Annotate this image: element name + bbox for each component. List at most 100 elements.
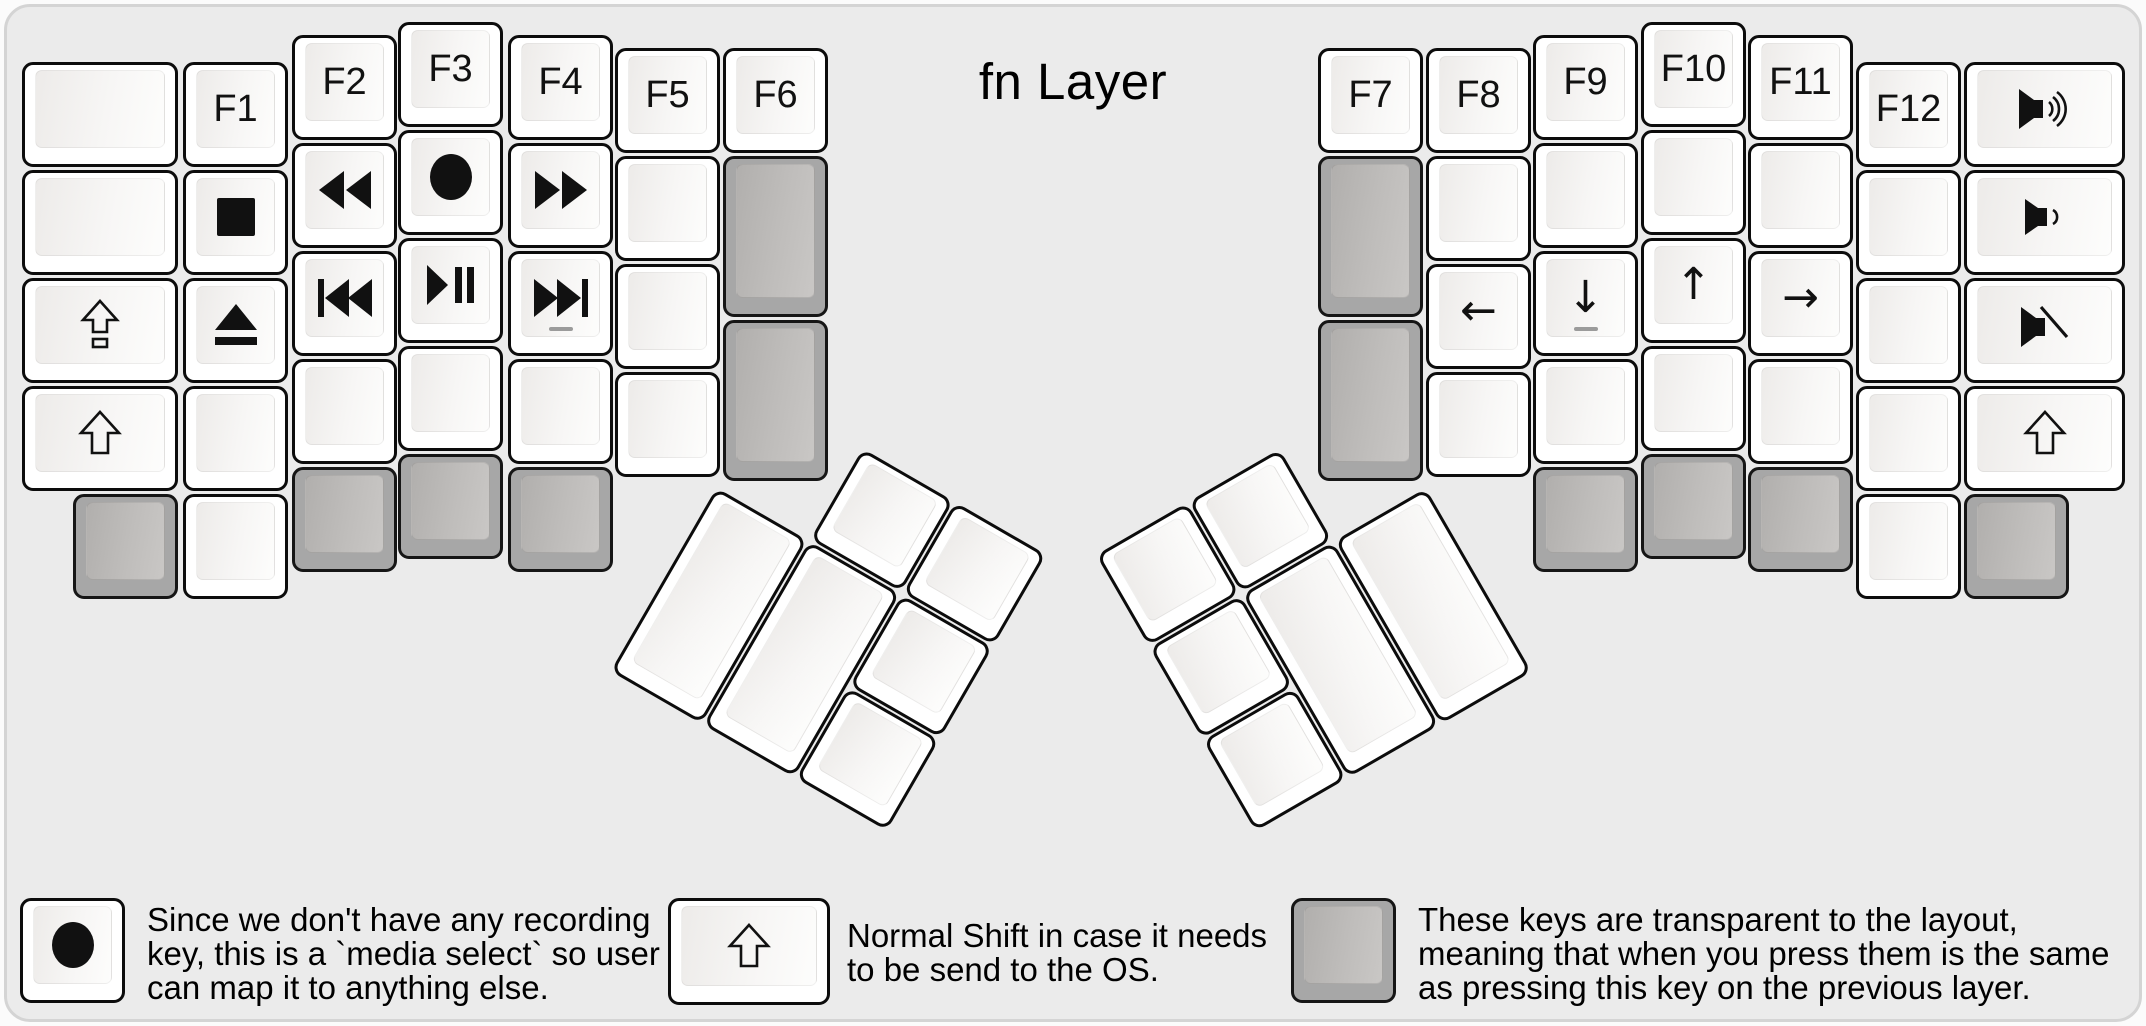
key-f2[interactable]: F2 (292, 35, 397, 140)
key-skip-back[interactable] (292, 251, 397, 356)
key-label: F1 (213, 87, 258, 130)
keycap-top: F3 (411, 30, 490, 108)
key-stop[interactable] (183, 170, 288, 275)
key-blank[interactable] (1533, 359, 1638, 464)
legend-line: key, this is a `media select` so user (147, 935, 660, 972)
keycap-top: F1 (196, 70, 275, 148)
key-record[interactable] (20, 898, 125, 1003)
key-shift[interactable] (668, 898, 830, 1005)
key-transparent[interactable] (1318, 156, 1423, 317)
key-arrow-up[interactable]: ↑ (1641, 238, 1746, 343)
key-blank[interactable] (183, 386, 288, 491)
key-blank[interactable] (1856, 170, 1961, 275)
key-shift[interactable] (1964, 386, 2125, 491)
keycap-top (1869, 394, 1948, 472)
shift-icon (727, 923, 771, 969)
key-f7[interactable]: F7 (1318, 48, 1423, 153)
key-transparent[interactable] (73, 494, 178, 599)
legend-note-media-select: Since we don't have any recording key, t… (147, 903, 660, 1005)
keycap-top (411, 354, 490, 432)
key-arrow-down[interactable]: ↓ (1533, 251, 1638, 356)
legend-note-normal-shift: Normal Shift in case it needs to be send… (847, 919, 1267, 987)
key-blank[interactable] (22, 170, 178, 275)
key-transparent[interactable] (398, 454, 503, 559)
key-blank[interactable] (615, 156, 720, 261)
key-blank[interactable] (1641, 346, 1746, 451)
keycap-top (1654, 354, 1733, 432)
key-blank[interactable] (183, 494, 288, 599)
key-f11[interactable]: F11 (1748, 35, 1853, 140)
key-f8[interactable]: F8 (1426, 48, 1531, 153)
key-f12[interactable]: F12 (1856, 62, 1961, 167)
key-blank[interactable] (615, 264, 720, 369)
key-f10[interactable]: F10 (1641, 22, 1746, 127)
key-f9[interactable]: F9 (1533, 35, 1638, 140)
keycap-top (1331, 164, 1410, 298)
key-transparent[interactable] (1748, 467, 1853, 572)
key-arrow-right[interactable]: → (1748, 251, 1853, 356)
keycap-top (33, 906, 112, 984)
keycap-top (628, 380, 707, 458)
key-blank[interactable] (398, 346, 503, 451)
key-play-pause[interactable] (398, 238, 503, 343)
key-caps-lock[interactable] (22, 278, 178, 383)
key-shift[interactable] (22, 386, 178, 491)
keycap-top: F7 (1331, 56, 1410, 134)
key-arrow-left[interactable]: ← (1426, 264, 1531, 369)
keycap-top (1304, 906, 1383, 984)
legend-line: Since we don't have any recording (147, 901, 651, 938)
key-volume-up[interactable] (1964, 62, 2125, 167)
keycap-top (35, 70, 165, 148)
keycap-top (1439, 380, 1518, 458)
key-blank[interactable] (1641, 130, 1746, 235)
key-f1[interactable]: F1 (183, 62, 288, 167)
keycap-top: ↑ (1654, 246, 1733, 324)
key-transparent[interactable] (1964, 494, 2069, 599)
keycap-top (196, 394, 275, 472)
key-label: F8 (1456, 73, 1501, 116)
key-blank[interactable] (1426, 156, 1531, 261)
keycap-top (1869, 502, 1948, 580)
volume-down-icon (2023, 197, 2067, 237)
keycap-top (1761, 475, 1840, 553)
key-skip-forward[interactable] (508, 251, 613, 356)
key-record[interactable] (398, 130, 503, 235)
key-transparent[interactable] (1641, 454, 1746, 559)
key-volume-down[interactable] (1964, 170, 2125, 275)
key-transparent[interactable] (723, 320, 828, 481)
key-blank[interactable] (22, 62, 178, 167)
key-rewind[interactable] (292, 143, 397, 248)
key-transparent[interactable] (1533, 467, 1638, 572)
keycap-top (1654, 138, 1733, 216)
key-blank[interactable] (1856, 494, 1961, 599)
key-transparent[interactable] (292, 467, 397, 572)
key-blank[interactable] (292, 359, 397, 464)
arrow-right-icon: → (1782, 272, 1819, 323)
key-blank[interactable] (1856, 278, 1961, 383)
key-fast-forward[interactable] (508, 143, 613, 248)
key-blank[interactable] (615, 372, 720, 477)
key-eject[interactable] (183, 278, 288, 383)
arrow-down-icon: ↓ (1567, 272, 1604, 323)
keycap-top (1869, 286, 1948, 364)
key-transparent[interactable] (1291, 898, 1396, 1003)
key-f4[interactable]: F4 (508, 35, 613, 140)
key-f6[interactable]: F6 (723, 48, 828, 153)
keycap-top (628, 164, 707, 242)
arrow-left-icon: ← (1460, 285, 1497, 336)
keycap-top (736, 164, 815, 298)
key-mute[interactable] (1964, 278, 2125, 383)
key-blank[interactable] (1533, 143, 1638, 248)
key-blank[interactable] (1426, 372, 1531, 477)
key-f5[interactable]: F5 (615, 48, 720, 153)
key-transparent[interactable] (723, 156, 828, 317)
keycap-top: F9 (1546, 43, 1625, 121)
key-f3[interactable]: F3 (398, 22, 503, 127)
key-blank[interactable] (1856, 386, 1961, 491)
key-transparent[interactable] (508, 467, 613, 572)
key-transparent[interactable] (1318, 320, 1423, 481)
legend-line: These keys are transparent to the layout… (1418, 901, 2018, 938)
key-blank[interactable] (1748, 143, 1853, 248)
key-blank[interactable] (1748, 359, 1853, 464)
key-blank[interactable] (508, 359, 613, 464)
